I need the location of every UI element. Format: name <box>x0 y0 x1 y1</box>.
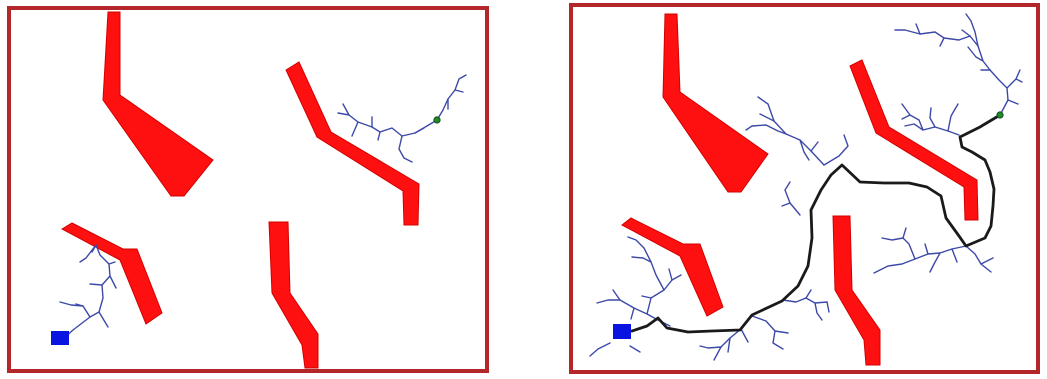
left-obstacle-3 <box>60 222 163 325</box>
right-obstacle-3 <box>621 217 724 317</box>
right-upper-right-tree <box>894 13 1023 136</box>
right-obstacle-1 <box>662 13 769 193</box>
left-obstacle-1 <box>102 11 214 197</box>
right-panel-frame <box>569 3 1040 374</box>
right-obstacle-2 <box>849 59 979 221</box>
left-obstacle-4 <box>268 221 319 369</box>
left-goal-tree <box>337 74 467 163</box>
right-upper-left-tree <box>745 96 849 216</box>
left-goal-marker <box>433 116 441 124</box>
right-lower-right-tree <box>873 227 994 274</box>
right-obstacle-4 <box>832 215 881 366</box>
right-goal-marker <box>996 111 1004 119</box>
right-panel <box>569 3 1040 374</box>
left-start-tree <box>59 244 117 341</box>
left-obstacle-2 <box>285 61 420 226</box>
left-panel <box>7 6 489 373</box>
left-start-marker <box>51 331 69 345</box>
right-start-tree <box>589 236 682 357</box>
right-solution-path <box>630 113 1002 334</box>
right-middle-tree <box>699 289 830 361</box>
right-start-marker <box>613 324 631 339</box>
